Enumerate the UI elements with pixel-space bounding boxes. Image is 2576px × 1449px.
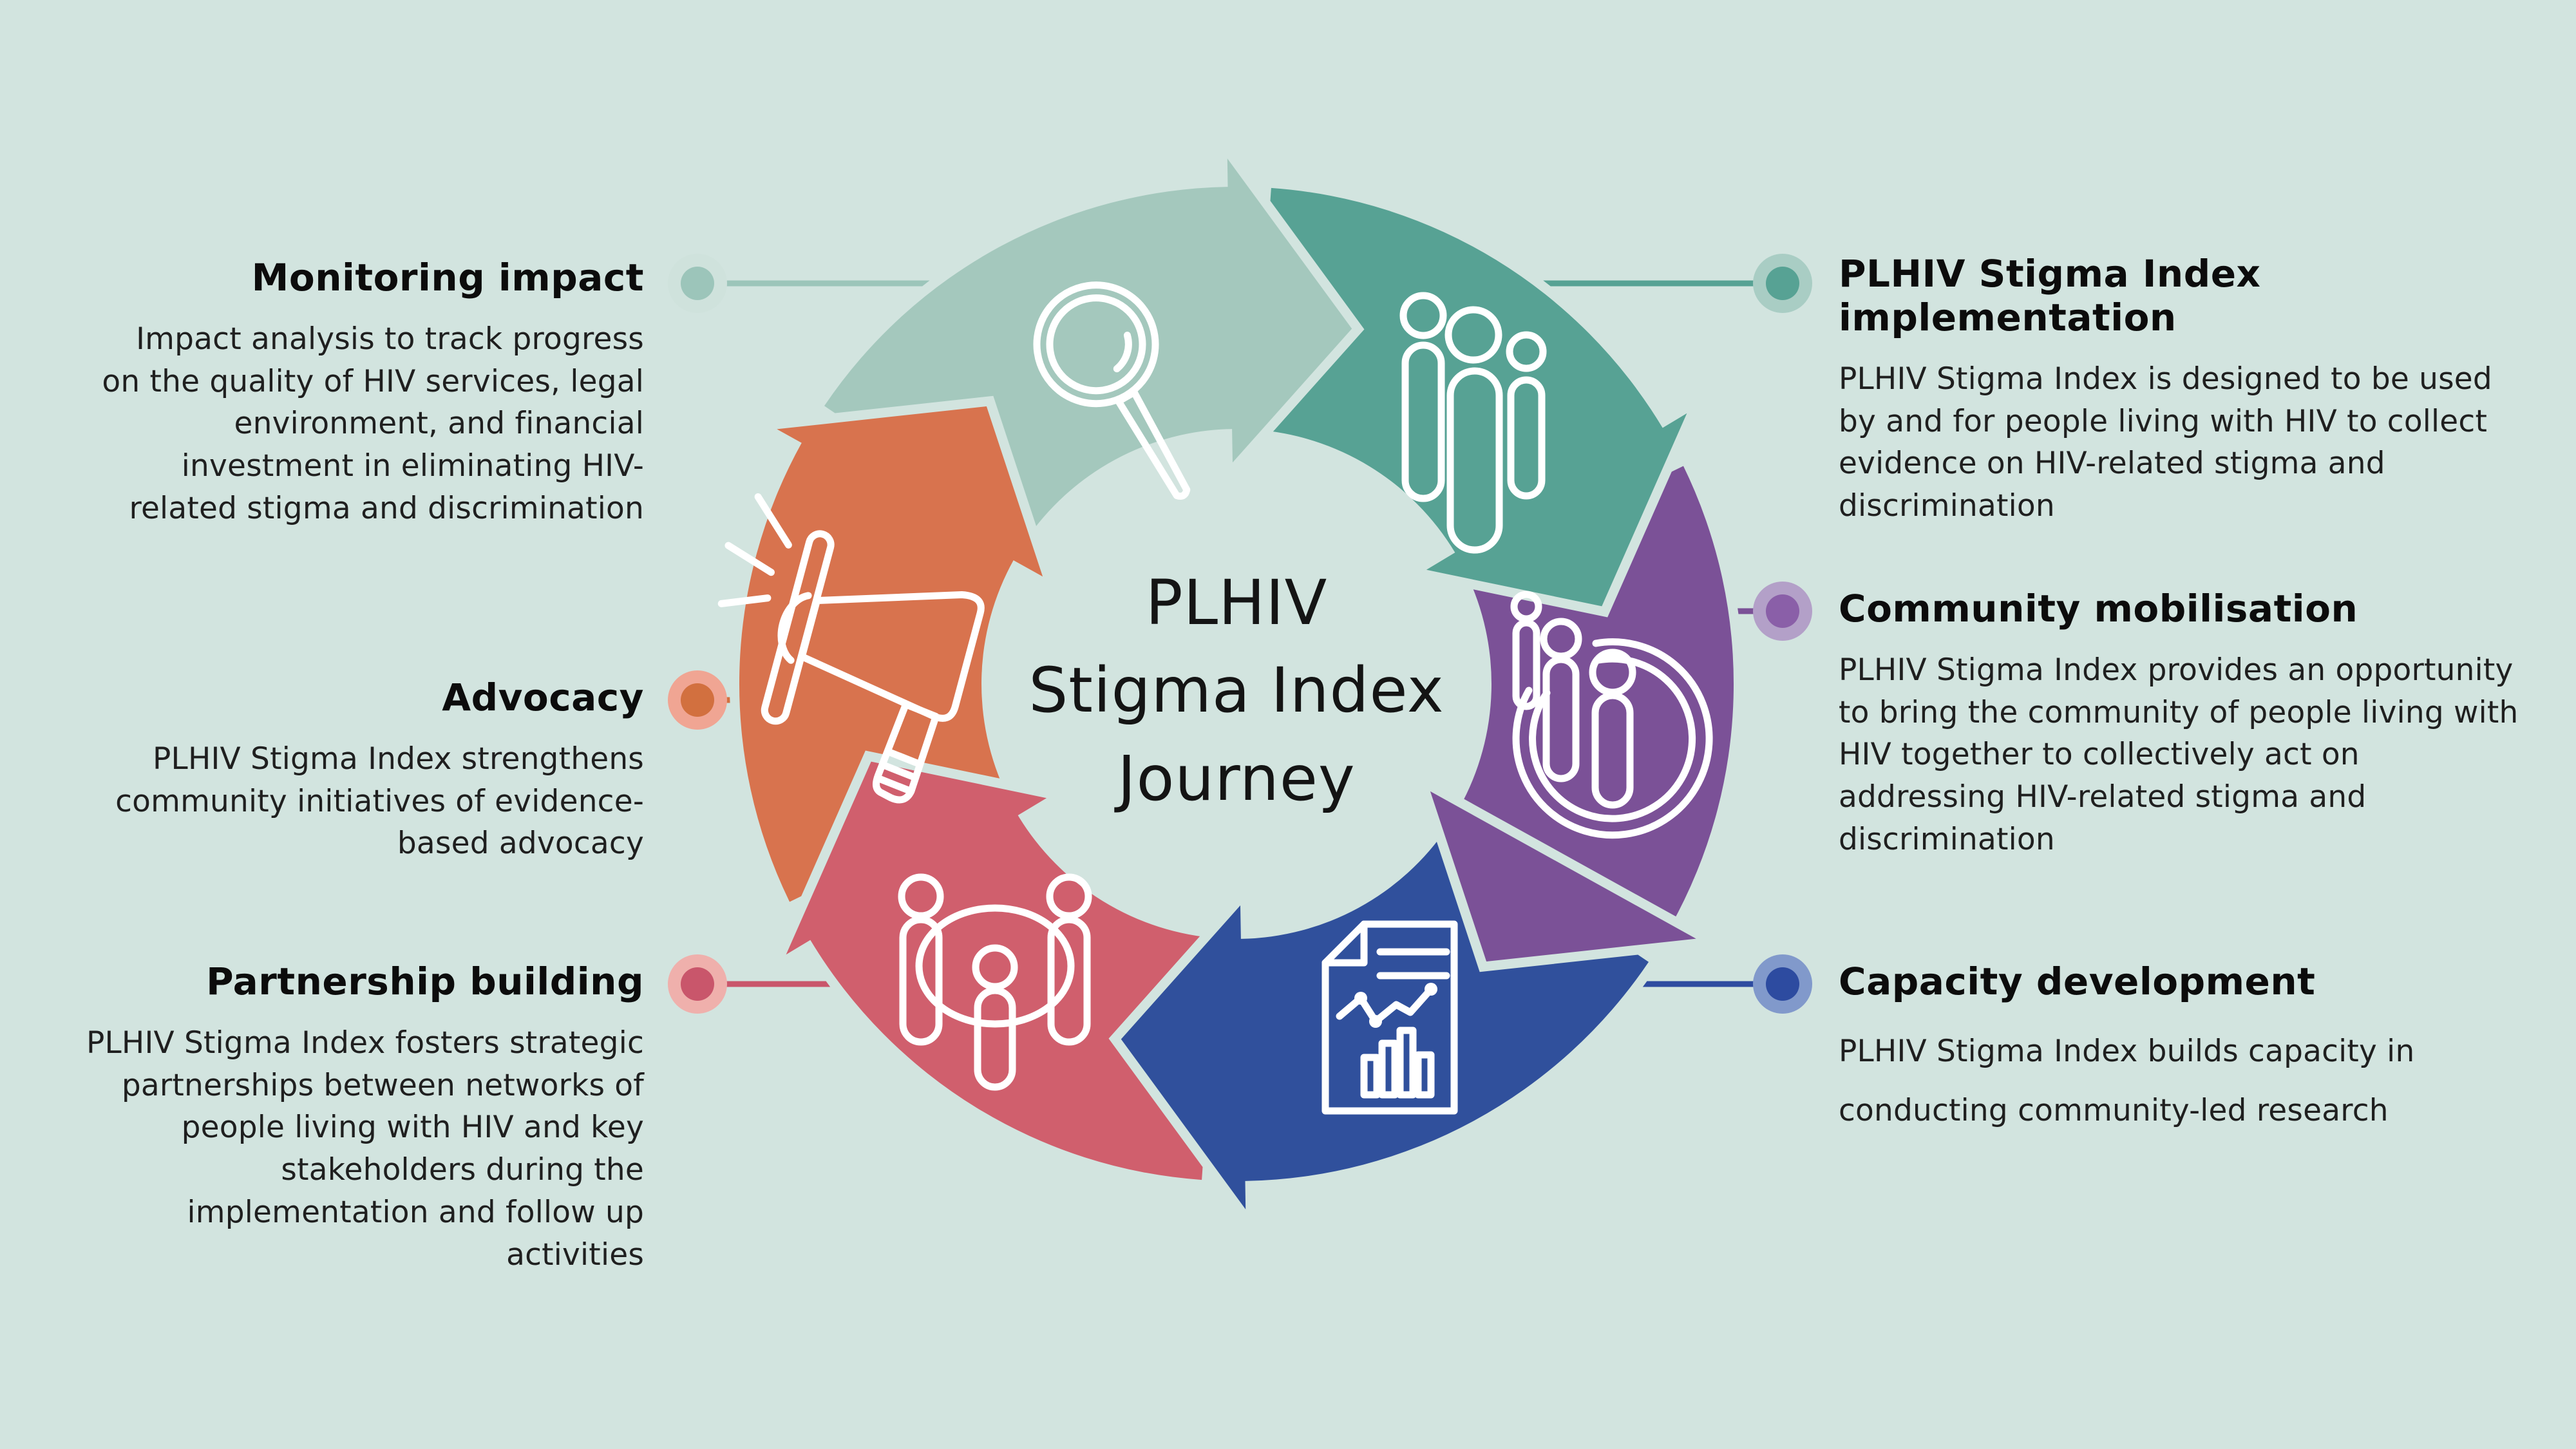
round-table-icon: [898, 873, 1092, 1091]
item-heading: Community mobilisation: [1839, 587, 2358, 630]
connector-dots: [668, 254, 1812, 1014]
item-heading: Monitoring impact: [251, 256, 644, 299]
item-description: PLHIV Stigma Index strengthens community…: [115, 741, 644, 862]
ring-segment-partnership-building: [764, 750, 1229, 1191]
item-description: PLHIV Stigma Index provides an opportuni…: [1839, 652, 2519, 858]
stigma-index-logo-icon: [1510, 591, 1713, 839]
item-heading: PLHIV Stigma Index implementation: [1839, 252, 2261, 339]
connector-dot-inner-partnership-building: [681, 967, 714, 1001]
item-description: Impact analysis to track progress on the…: [102, 321, 644, 527]
ring-segment-arrow-community-mobilisation: [1413, 771, 1728, 972]
ring-segment-plhiv-stigma-index-implementation: [1244, 177, 1709, 618]
connector-dot-inner-plhiv-stigma-index-implementation: [1766, 267, 1799, 300]
item-heading: Capacity development: [1839, 960, 2316, 1003]
item-capacity-development: Capacity development PLHIV Stigma Index …: [1839, 960, 2489, 1140]
megaphone-icon: [717, 493, 985, 804]
people-group-icon: [1399, 292, 1547, 554]
item-advocacy: Advocacy PLHIV Stigma Index strengthens …: [97, 676, 644, 865]
item-description: PLHIV Stigma Index builds capacity in co…: [1839, 1033, 2415, 1128]
item-description: PLHIV Stigma Index fosters strategic par…: [86, 1025, 644, 1273]
item-community-mobilisation: Community mobilisation PLHIV Stigma Inde…: [1839, 587, 2521, 861]
connector-dot-inner-advocacy: [681, 683, 714, 717]
item-plhiv-stigma-index-implementation: PLHIV Stigma Index implementation PLHIV …: [1839, 252, 2508, 527]
connector-dot-inner-capacity-development: [1766, 967, 1799, 1001]
connector-dot-inner-monitoring-impact: [681, 267, 714, 300]
item-heading: Advocacy: [442, 676, 644, 719]
connector-dot-inner-community-mobilisation: [1766, 594, 1799, 628]
magnifier-icon: [1033, 281, 1191, 500]
item-heading: Partnership building: [206, 960, 644, 1003]
item-monitoring-impact: Monitoring impact Impact analysis to tra…: [97, 256, 644, 530]
report-chart-icon: [1321, 920, 1458, 1115]
item-description: PLHIV Stigma Index is designed to be use…: [1839, 361, 2492, 524]
page-title: PLHIV Stigma Index Journey: [1028, 567, 1444, 815]
item-partnership-building: Partnership building PLHIV Stigma Index …: [64, 960, 644, 1276]
